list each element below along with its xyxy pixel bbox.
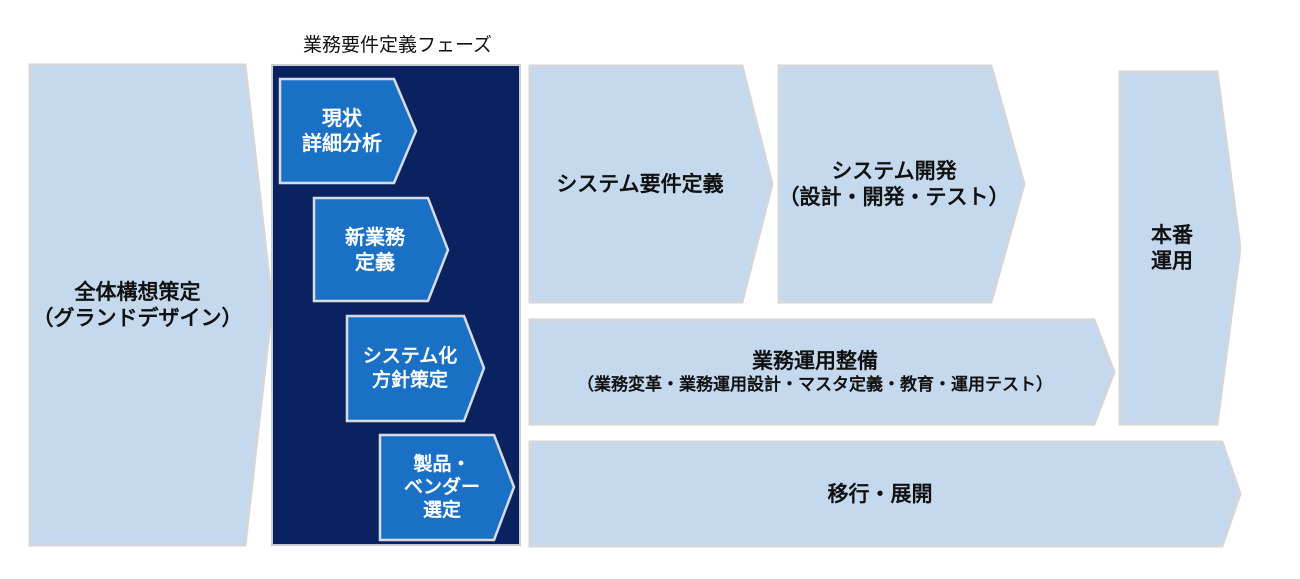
grand-design-label: 全体構想策定 （グランドデザイン） — [30, 265, 245, 345]
migration-label: 移行・展開 — [530, 470, 1230, 518]
production-block — [1118, 70, 1242, 426]
step-new-business-shape — [312, 196, 450, 303]
production-line1: 本番 — [1151, 222, 1193, 247]
business-operation-label: 業務運用整備 （業務変革・業務運用設計・マスタ定義・教育・運用テスト） — [530, 336, 1100, 408]
migration-line1: 移行・展開 — [827, 481, 933, 506]
phase-title: 業務要件定義フェーズ — [302, 34, 493, 56]
system-requirements-block — [528, 64, 774, 304]
grand-design-line2: （グランドデザイン） — [32, 306, 243, 330]
step-vendor-selection-shape — [378, 433, 516, 542]
business-operation-line1: 業務運用整備 — [752, 349, 878, 374]
grand-design-block — [28, 63, 274, 547]
step-vendor-selection-line3: 選定 — [422, 498, 461, 521]
system-requirements-line1: システム要件定義 — [556, 171, 724, 196]
system-development-label: システム開発 （設計・開発・テスト） — [778, 144, 1010, 224]
system-development-block — [777, 64, 1026, 304]
system-requirements-label: システム要件定義 — [530, 160, 750, 208]
step-current-analysis-label: 現状 詳細分析 — [280, 81, 404, 181]
step-new-business-line2: 定義 — [355, 249, 395, 274]
step-vendor-selection-line2: ベンダー — [403, 476, 480, 499]
migration-block — [528, 440, 1242, 548]
step-current-analysis-line1: 現状 — [322, 106, 362, 130]
system-development-line2: （設計・開発・テスト） — [778, 185, 1010, 209]
business-operation-block — [528, 318, 1116, 426]
step-systemization-line1: システム化 — [362, 344, 458, 367]
step-systemization-shape — [345, 314, 486, 423]
system-development-line1: システム開発 — [831, 158, 957, 183]
step-systemization-label: システム化 方針策定 — [345, 318, 475, 419]
business-operation-line2: （業務変革・業務運用設計・マスタ定義・教育・運用テスト） — [577, 374, 1053, 395]
step-vendor-selection-line1: 製品・ — [413, 453, 471, 476]
step-new-business-label: 新業務 定義 — [314, 200, 436, 299]
step-vendor-selection-label: 製品・ ベンダー 選定 — [380, 437, 504, 538]
grand-design-line1: 全体構想策定 — [74, 279, 201, 304]
step-systemization-line2: 方針策定 — [371, 368, 448, 391]
production-line2: 運用 — [1151, 249, 1193, 273]
step-new-business-line1: 新業務 — [345, 224, 405, 249]
step-current-analysis-shape — [278, 77, 418, 185]
step-current-analysis-line2: 詳細分析 — [302, 131, 382, 155]
production-label: 本番 運用 — [1120, 208, 1224, 288]
